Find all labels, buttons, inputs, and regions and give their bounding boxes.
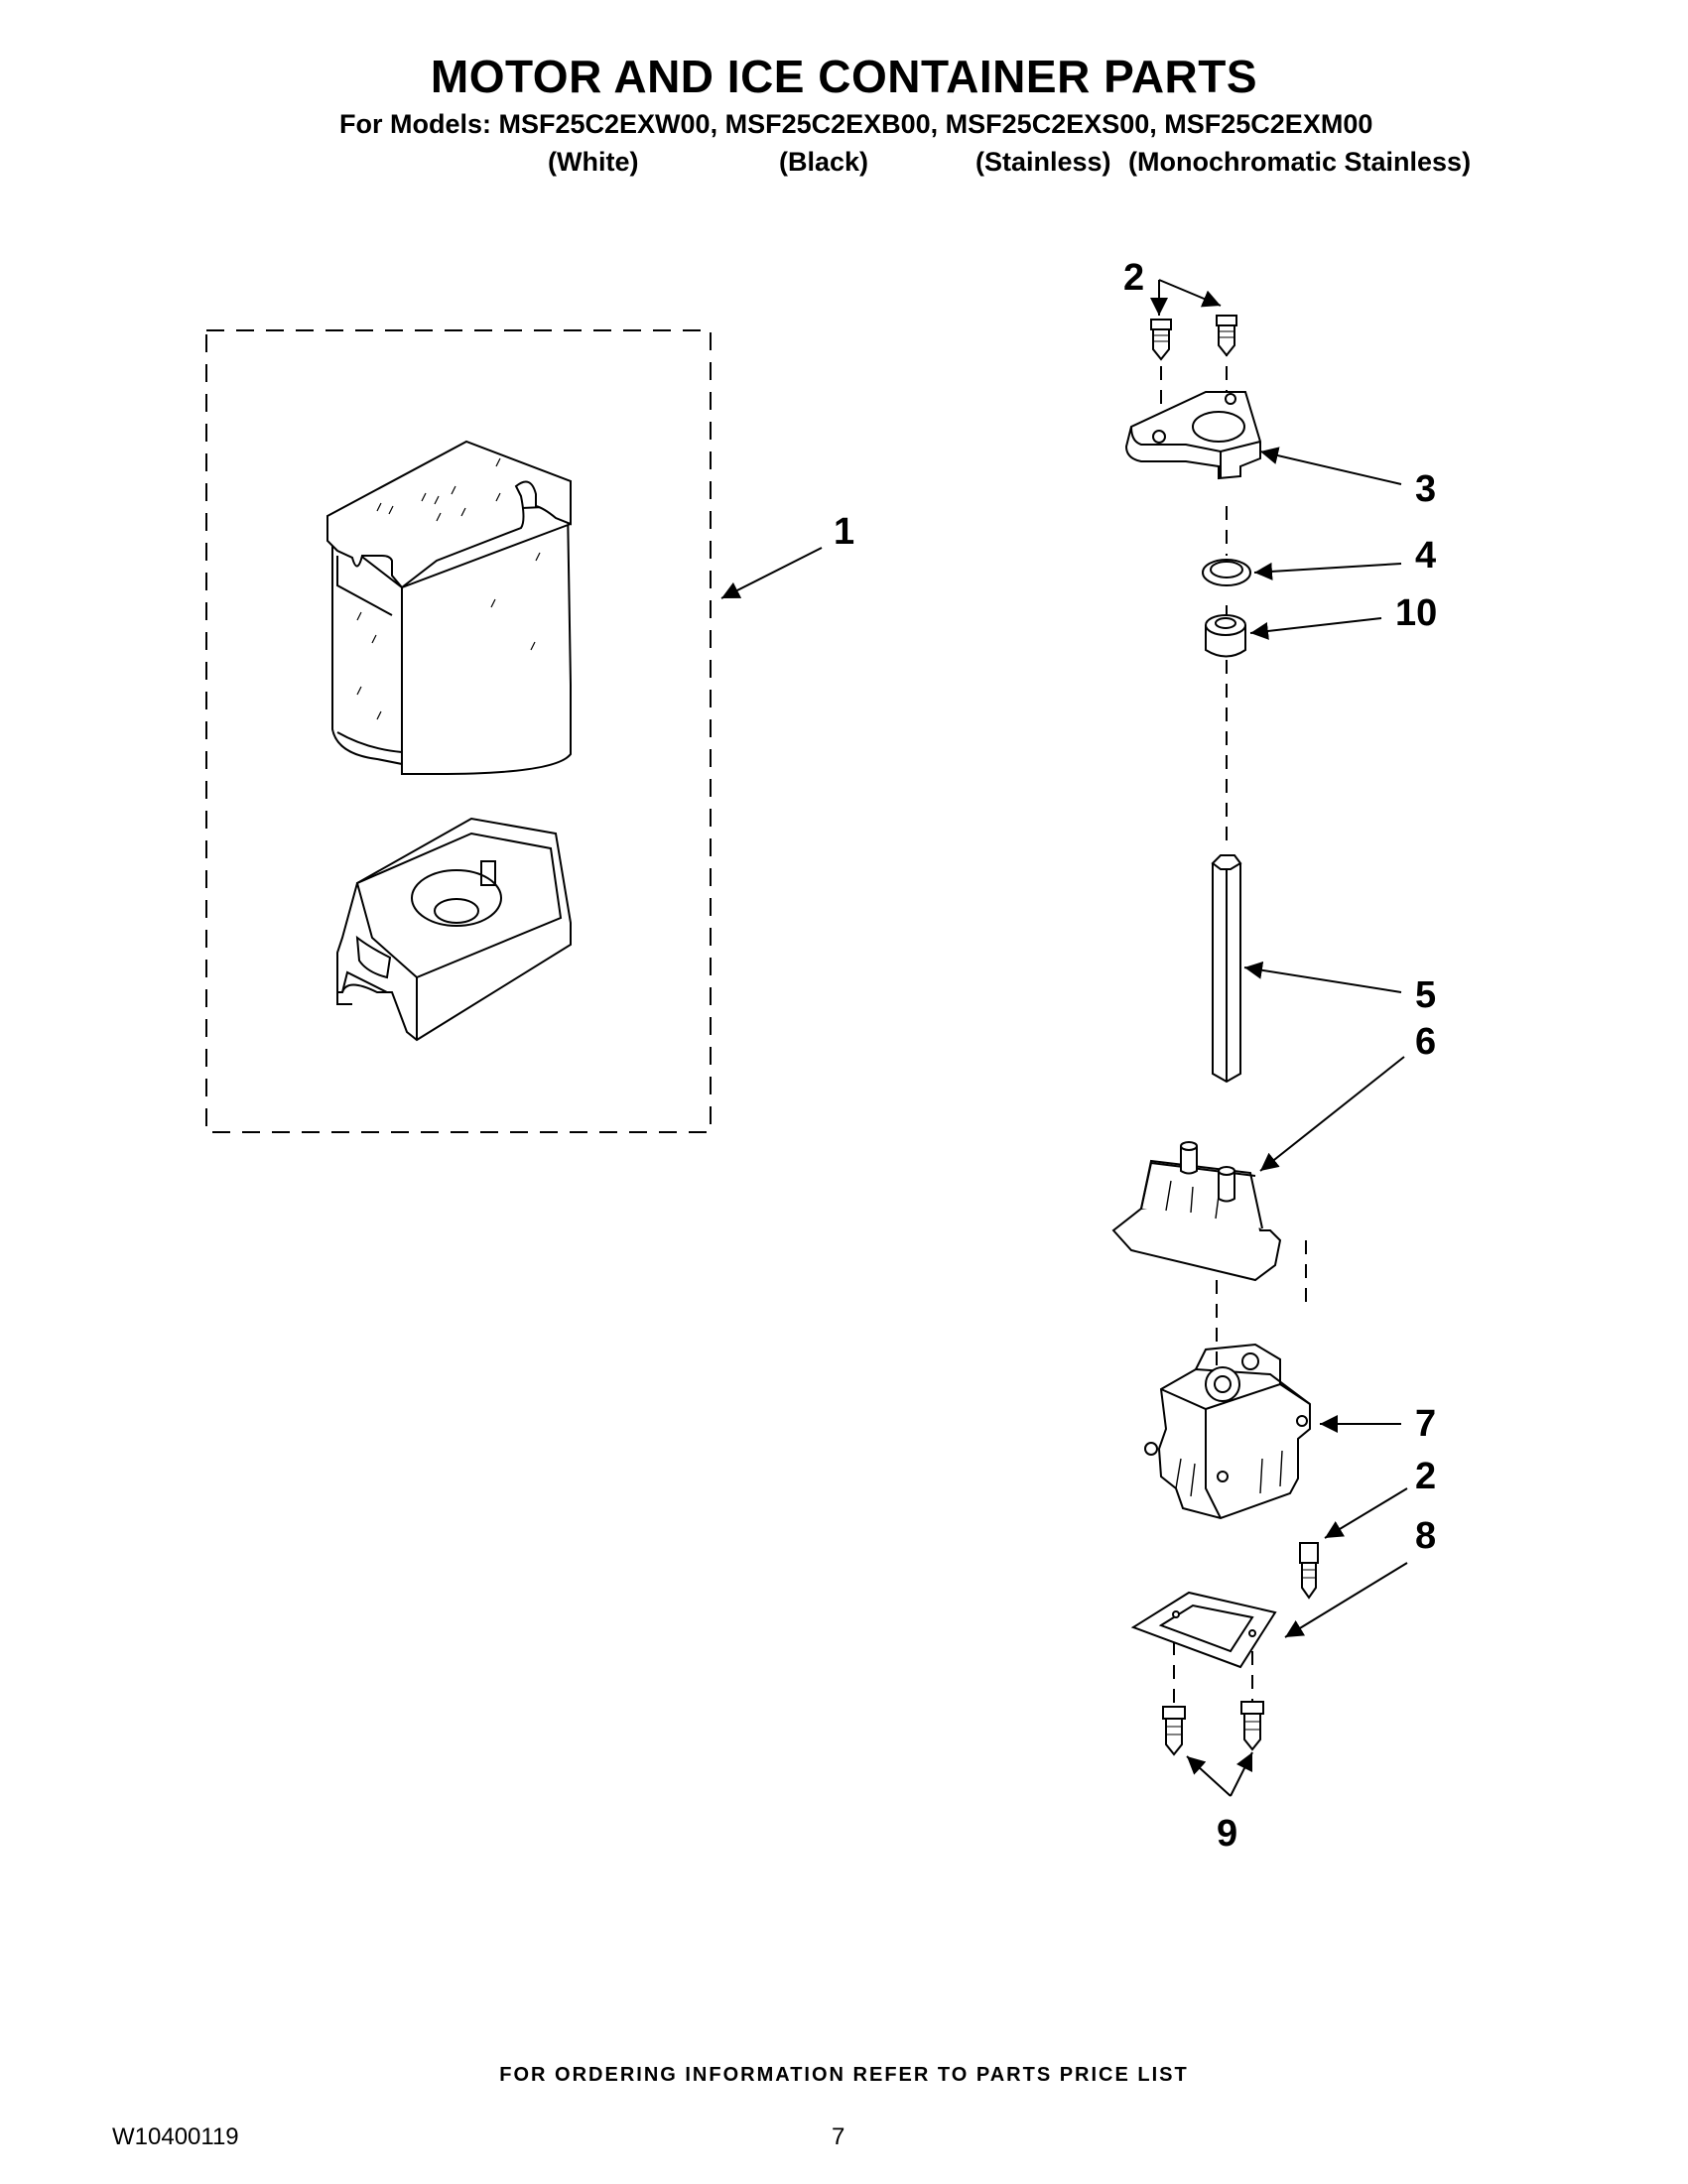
screw-top-right: [1216, 315, 1237, 357]
document-number: W10400119: [112, 2123, 239, 2150]
models-line: For Models: MSF25C2EXW00, MSF25C2EXB00, …: [339, 109, 1373, 139]
callout-2-motor: 2: [1415, 1456, 1436, 1497]
ordering-note: FOR ORDERING INFORMATION REFER TO PARTS …: [499, 2064, 1189, 2086]
screw-top-left: [1150, 319, 1172, 361]
leader-lines: [720, 279, 1408, 1797]
callout-9: 9: [1217, 1813, 1237, 1855]
color-stainless: (Stainless): [975, 147, 1111, 177]
callout-4: 4: [1415, 535, 1436, 577]
screw-bottom-right: [1240, 1701, 1264, 1751]
screw-motor: [1299, 1542, 1319, 1600]
drive-shaft: [1211, 854, 1242, 1084]
page-title: MOTOR AND ICE CONTAINER PARTS: [430, 51, 1258, 102]
callout-5: 5: [1415, 974, 1436, 1016]
color-monochromatic-stainless: (Monochromatic Stainless): [1128, 147, 1472, 177]
callout-2-top: 2: [1123, 257, 1144, 299]
gasket: [1130, 1591, 1277, 1669]
motor-bracket: [1124, 391, 1261, 480]
callout-8: 8: [1415, 1515, 1436, 1557]
washer: [1202, 559, 1251, 586]
screw-bottom-left: [1162, 1706, 1186, 1756]
callout-10: 10: [1395, 592, 1437, 634]
motor: [1144, 1343, 1311, 1520]
page-number: 7: [832, 2123, 845, 2150]
bearing: [1205, 614, 1246, 658]
callout-1: 1: [834, 511, 854, 553]
transparency-marks: [356, 457, 541, 720]
color-white: (White): [548, 147, 639, 177]
ice-bin: [326, 440, 572, 775]
callout-labels: 1 2 3 4 10 5 6 7 2 8 9: [834, 257, 1437, 1855]
ice-container-assembly: [205, 329, 712, 1133]
callout-7: 7: [1415, 1403, 1436, 1445]
ice-bin-base: [336, 817, 572, 1042]
callout-3: 3: [1415, 468, 1436, 510]
color-black: (Black): [779, 147, 869, 177]
assembly-boundary: [205, 329, 712, 1133]
callout-6: 6: [1415, 1021, 1436, 1063]
motor-cover: [1111, 1141, 1282, 1282]
